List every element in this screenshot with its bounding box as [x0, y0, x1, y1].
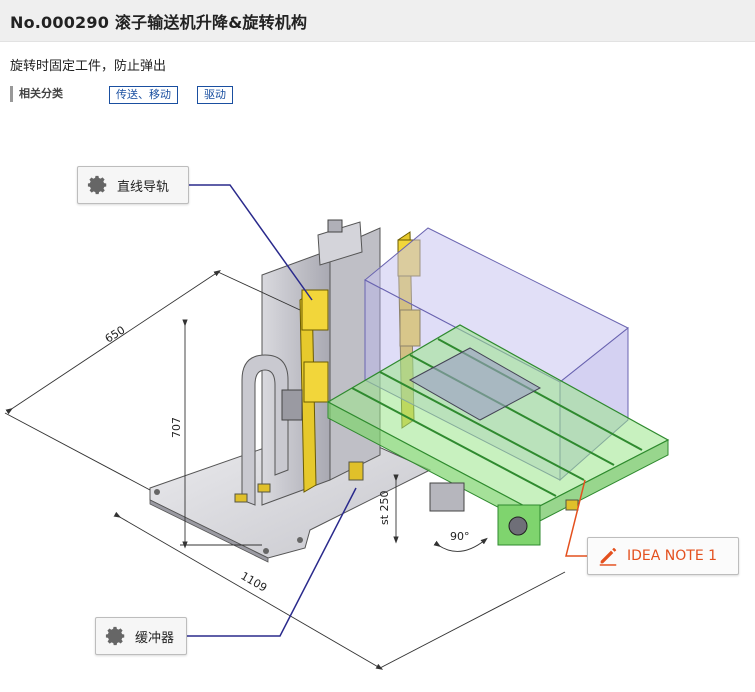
roller-conveyor	[326, 324, 670, 546]
pencil-icon	[599, 547, 617, 566]
callout-linear-guide-label: 直线导轨	[117, 179, 170, 195]
description-text: 旋转时固定工件，防止弹出	[10, 59, 167, 74]
arch-bracket	[234, 354, 289, 506]
callout-idea-note-label: IDEA NOTE 1	[627, 548, 718, 564]
gear-icon	[87, 175, 107, 195]
callout-linear-guide[interactable]: 直线导轨	[77, 166, 189, 204]
mechanism-diagram: 650 707 1109 st 250 90°	[4, 184, 670, 670]
category-tag-conveying[interactable]: 传送、移动	[109, 86, 178, 104]
callout-idea-note[interactable]: IDEA NOTE 1	[587, 537, 739, 575]
callout-buffer-label: 缓冲器	[135, 630, 175, 646]
dim-st250: st 250	[378, 490, 391, 525]
dim-650: 650	[103, 323, 128, 345]
leader-lines	[187, 184, 587, 637]
dim-1109: 1109	[239, 569, 270, 594]
title-bar: No.000290 滚子输送机升降&旋转机构	[0, 0, 755, 42]
gear-icon	[105, 626, 125, 646]
dim-707: 707	[170, 417, 183, 438]
callout-buffer[interactable]: 缓冲器	[95, 617, 187, 655]
category-row: 相关分类 传送、移动 驱动	[10, 86, 410, 104]
category-label: 相关分类	[10, 86, 63, 102]
category-tag-drive[interactable]: 驱动	[197, 86, 233, 104]
dim-90deg: 90°	[450, 530, 470, 543]
page-title: No.000290 滚子输送机升降&旋转机构	[10, 13, 308, 32]
dimension-lines	[4, 270, 566, 670]
